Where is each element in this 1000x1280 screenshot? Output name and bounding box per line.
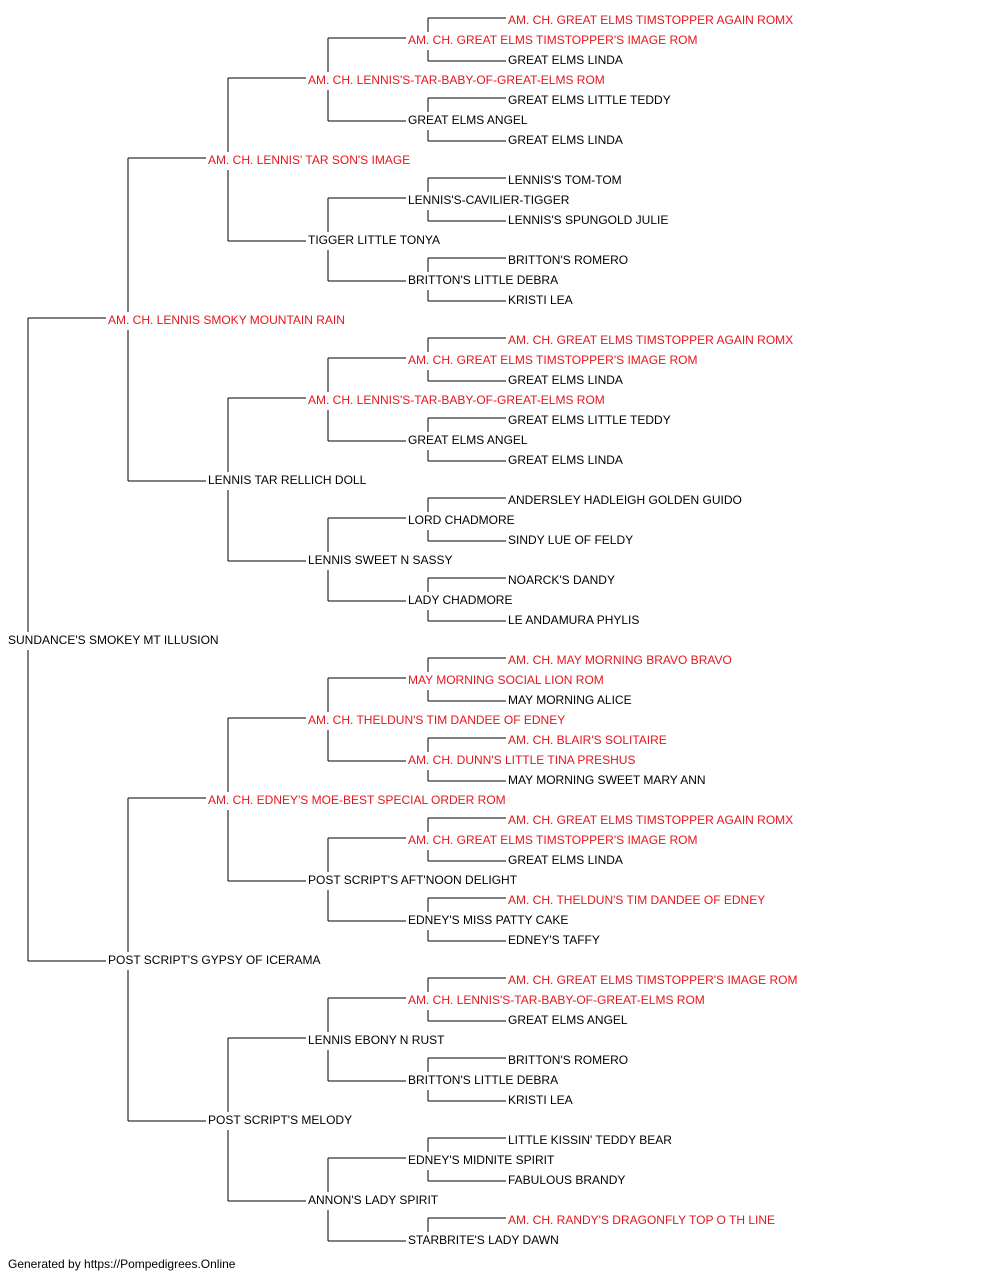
- pedigree-name[interactable]: GREAT ELMS ANGEL: [408, 113, 528, 127]
- pedigree-name[interactable]: EDNEY'S TAFFY: [508, 933, 600, 947]
- pedigree-name[interactable]: BRITTON'S ROMERO: [508, 1053, 628, 1067]
- pedigree-name[interactable]: LENNIS'S-CAVILIER-TIGGER: [408, 193, 570, 207]
- pedigree-name[interactable]: KRISTI LEA: [508, 1093, 573, 1107]
- pedigree-name[interactable]: LENNIS EBONY N RUST: [308, 1033, 445, 1047]
- pedigree-name[interactable]: TIGGER LITTLE TONYA: [308, 233, 440, 247]
- pedigree-name[interactable]: AM. CH. GREAT ELMS TIMSTOPPER AGAIN ROMX: [508, 813, 793, 827]
- pedigree-name[interactable]: SINDY LUE OF FELDY: [508, 533, 633, 547]
- pedigree-name[interactable]: AM. CH. LENNIS' TAR SON'S IMAGE: [208, 153, 410, 167]
- pedigree-name[interactable]: POST SCRIPT'S AFT'NOON DELIGHT: [308, 873, 518, 887]
- pedigree-name[interactable]: GREAT ELMS LINDA: [508, 373, 623, 387]
- pedigree-name[interactable]: AM. CH. LENNIS'S-TAR-BABY-OF-GREAT-ELMS …: [308, 73, 605, 87]
- pedigree-name[interactable]: FABULOUS BRANDY: [508, 1173, 625, 1187]
- pedigree-name[interactable]: AM. CH. GREAT ELMS TIMSTOPPER AGAIN ROMX: [508, 333, 793, 347]
- pedigree-name[interactable]: AM. CH. GREAT ELMS TIMSTOPPER AGAIN ROMX: [508, 13, 793, 27]
- pedigree-name[interactable]: SUNDANCE'S SMOKEY MT ILLUSION: [8, 633, 219, 647]
- pedigree-name[interactable]: MAY MORNING SWEET MARY ANN: [508, 773, 706, 787]
- pedigree-name[interactable]: LENNIS TAR RELLICH DOLL: [208, 473, 367, 487]
- pedigree-name[interactable]: AM. CH. THELDUN'S TIM DANDEE OF EDNEY: [308, 713, 565, 727]
- pedigree-name[interactable]: LADY CHADMORE: [408, 593, 512, 607]
- pedigree-name[interactable]: AM. CH. BLAIR'S SOLITAIRE: [508, 733, 667, 747]
- pedigree-name[interactable]: BRITTON'S LITTLE DEBRA: [408, 1073, 558, 1087]
- pedigree-name[interactable]: POST SCRIPT'S GYPSY OF ICERAMA: [108, 953, 321, 967]
- pedigree-name[interactable]: BRITTON'S ROMERO: [508, 253, 628, 267]
- pedigree-name[interactable]: GREAT ELMS LINDA: [508, 853, 623, 867]
- pedigree-name[interactable]: MAY MORNING ALICE: [508, 693, 632, 707]
- pedigree-name[interactable]: POST SCRIPT'S MELODY: [208, 1113, 352, 1127]
- pedigree-name[interactable]: ANNON'S LADY SPIRIT: [308, 1193, 439, 1207]
- pedigree-name[interactable]: AM. CH. GREAT ELMS TIMSTOPPER'S IMAGE RO…: [408, 353, 697, 367]
- pedigree-name[interactable]: EDNEY'S MIDNITE SPIRIT: [408, 1153, 555, 1167]
- footer-credit: Generated by https://Pompedigrees.Online: [8, 1257, 236, 1271]
- pedigree-name[interactable]: AM. CH. MAY MORNING BRAVO BRAVO: [508, 653, 732, 667]
- pedigree-name[interactable]: MAY MORNING SOCIAL LION ROM: [408, 673, 604, 687]
- pedigree-name[interactable]: LENNIS'S SPUNGOLD JULIE: [508, 213, 668, 227]
- pedigree-name[interactable]: GREAT ELMS LITTLE TEDDY: [508, 93, 671, 107]
- pedigree-name[interactable]: LENNIS SWEET N SASSY: [308, 553, 453, 567]
- pedigree-name[interactable]: ANDERSLEY HADLEIGH GOLDEN GUIDO: [508, 493, 742, 507]
- pedigree-name[interactable]: BRITTON'S LITTLE DEBRA: [408, 273, 558, 287]
- pedigree-name[interactable]: STARBRITE'S LADY DAWN: [408, 1233, 559, 1247]
- pedigree-name[interactable]: LITTLE KISSIN' TEDDY BEAR: [508, 1133, 672, 1147]
- pedigree-name[interactable]: KRISTI LEA: [508, 293, 573, 307]
- pedigree-name[interactable]: AM. CH. EDNEY'S MOE-BEST SPECIAL ORDER R…: [208, 793, 506, 807]
- pedigree-name[interactable]: LORD CHADMORE: [408, 513, 515, 527]
- pedigree-name[interactable]: AM. CH. DUNN'S LITTLE TINA PRESHUS: [408, 753, 635, 767]
- pedigree-name[interactable]: AM. CH. GREAT ELMS TIMSTOPPER'S IMAGE RO…: [508, 973, 797, 987]
- pedigree-name[interactable]: GREAT ELMS LINDA: [508, 133, 623, 147]
- pedigree-name[interactable]: GREAT ELMS LINDA: [508, 453, 623, 467]
- pedigree-name[interactable]: EDNEY'S MISS PATTY CAKE: [408, 913, 568, 927]
- pedigree-name[interactable]: AM. CH. LENNIS SMOKY MOUNTAIN RAIN: [108, 313, 345, 327]
- pedigree-name[interactable]: GREAT ELMS ANGEL: [408, 433, 528, 447]
- pedigree-name[interactable]: AM. CH. RANDY'S DRAGONFLY TOP O TH LINE: [508, 1213, 775, 1227]
- pedigree-name[interactable]: AM. CH. THELDUN'S TIM DANDEE OF EDNEY: [508, 893, 765, 907]
- pedigree-name[interactable]: AM. CH. LENNIS'S-TAR-BABY-OF-GREAT-ELMS …: [408, 993, 705, 1007]
- pedigree-name[interactable]: AM. CH. GREAT ELMS TIMSTOPPER'S IMAGE RO…: [408, 33, 697, 47]
- pedigree-name[interactable]: GREAT ELMS ANGEL: [508, 1013, 628, 1027]
- pedigree-name[interactable]: AM. CH. LENNIS'S-TAR-BABY-OF-GREAT-ELMS …: [308, 393, 605, 407]
- pedigree-name[interactable]: GREAT ELMS LINDA: [508, 53, 623, 67]
- pedigree-name[interactable]: AM. CH. GREAT ELMS TIMSTOPPER'S IMAGE RO…: [408, 833, 697, 847]
- pedigree-name[interactable]: LENNIS'S TOM-TOM: [508, 173, 622, 187]
- pedigree-name[interactable]: GREAT ELMS LITTLE TEDDY: [508, 413, 671, 427]
- pedigree-tree: SUNDANCE'S SMOKEY MT ILLUSION AM. CH. LEN…: [8, 13, 797, 1247]
- pedigree-name[interactable]: NOARCK'S DANDY: [508, 573, 615, 587]
- pedigree-name[interactable]: LE ANDAMURA PHYLIS: [508, 613, 639, 627]
